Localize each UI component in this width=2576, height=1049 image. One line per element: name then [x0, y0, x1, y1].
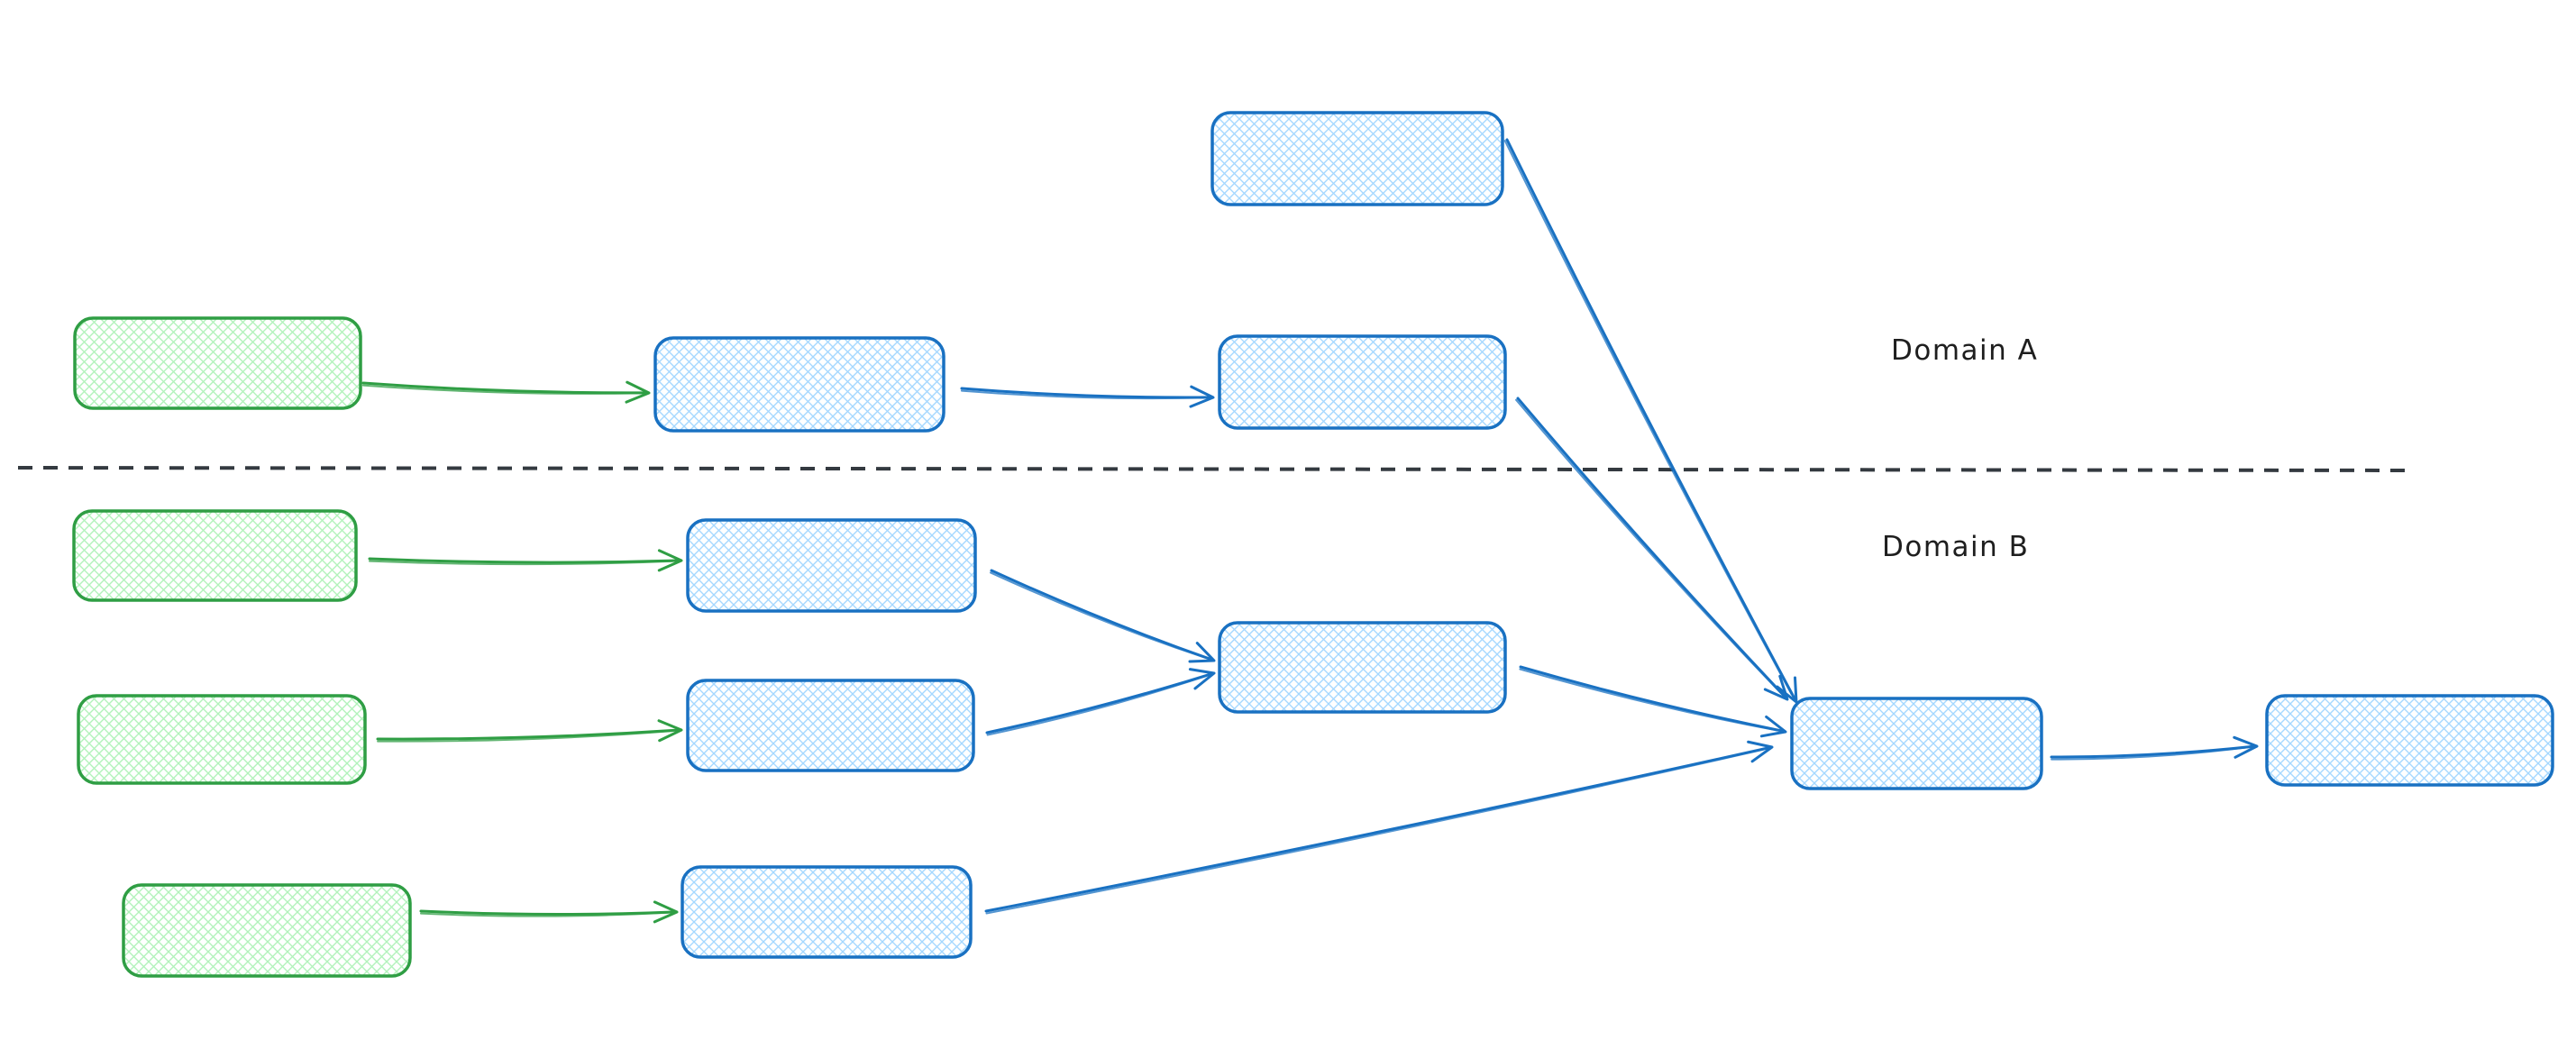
arrow-b-step-2-to-b-merge-1 [985, 668, 1216, 736]
node-domain-b-step-2 [686, 679, 975, 772]
domain-divider-line [17, 466, 2416, 472]
arrow-b-step-3-to-merge [984, 740, 1774, 915]
node-domain-b-source-2 [77, 694, 367, 785]
arrow-merge-to-final [2050, 735, 2259, 761]
arrow-b-merge-1-to-merge [1519, 665, 1787, 738]
arrow-a-top-to-merge [1503, 138, 1798, 704]
domain-a-label: Domain A [1891, 334, 2039, 367]
node-domain-a-step-2 [1218, 334, 1507, 430]
node-domain-a-source [73, 316, 362, 410]
node-domain-b-merge-1 [1218, 621, 1507, 714]
arrow-b-source-3-to-b-step-3 [419, 900, 679, 924]
node-domain-b-step-1 [686, 518, 977, 613]
node-domain-b-source-3 [122, 883, 412, 978]
domain-b-label: Domain B [1882, 531, 2030, 563]
node-domain-b-source-1 [72, 509, 358, 602]
arrow-b-step-1-to-b-merge-1 [990, 569, 1216, 663]
node-domain-a-step-1 [653, 336, 945, 433]
node-domain-b-step-3 [681, 865, 973, 959]
arrow-b-source-1-to-b-step-1 [368, 549, 683, 572]
arrow-a-step-1-to-a-step-2 [960, 385, 1215, 408]
arrow-a-step-2-to-merge [1515, 397, 1789, 701]
arrow-a-source-to-a-step-1 [361, 380, 651, 404]
node-final-node [2265, 694, 2554, 787]
node-domain-a-top [1210, 111, 1504, 206]
arrow-b-source-2-to-b-step-2 [376, 719, 683, 743]
node-merge-node [1790, 697, 2043, 790]
